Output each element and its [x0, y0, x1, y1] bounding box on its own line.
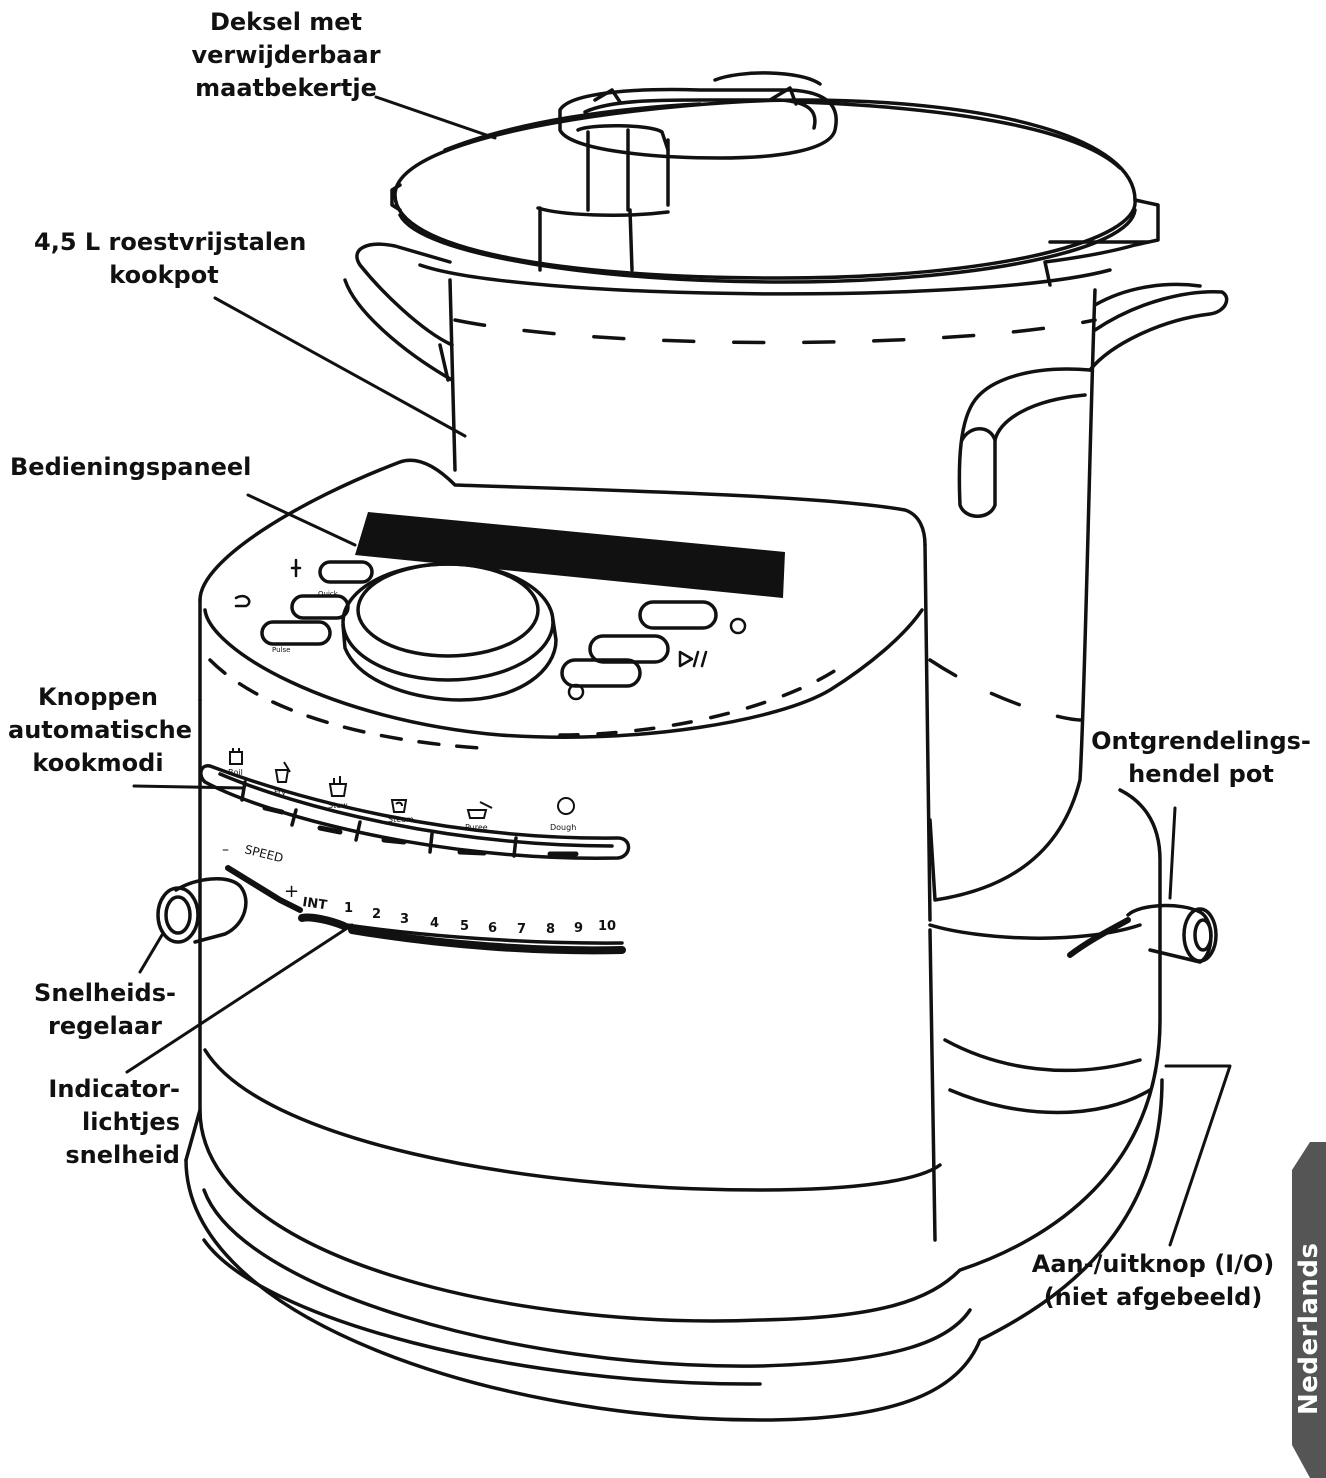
- speed-step: INT: [301, 895, 328, 913]
- speed-step: 3: [400, 912, 409, 927]
- lid: [390, 71, 1160, 287]
- speed-step: 10: [598, 919, 616, 934]
- speed-step: 2: [372, 907, 381, 922]
- mode-label: Boil: [228, 768, 243, 777]
- label-pot: 4,5 L roestvrijstalen kookpot: [34, 226, 307, 292]
- mode-label: Fry: [274, 788, 286, 797]
- label-speed-control: Snelheids- regelaar: [30, 977, 180, 1043]
- panel-button-labels: Quick Pulse: [272, 590, 339, 654]
- language-tab-shape: [1292, 1142, 1326, 1478]
- label-line: automatische: [8, 716, 193, 744]
- label-line: kookmodi: [32, 749, 164, 777]
- label-line: hendel pot: [1128, 760, 1274, 788]
- label-line: regelaar: [47, 1012, 163, 1040]
- label-lid: Deksel met verwijderbaar maatbekertje: [186, 6, 386, 105]
- speed-step: 6: [488, 921, 497, 936]
- speed-step: 8: [546, 922, 555, 937]
- mode-label: Stew: [328, 801, 348, 810]
- label-line: (niet afgebeeld): [1043, 1283, 1263, 1311]
- label-line: kookpot: [109, 261, 219, 289]
- label-line: snelheid: [65, 1141, 180, 1169]
- label-release-lever: Ontgrendelings- hendel pot: [1088, 725, 1314, 791]
- speed-plus: +: [284, 881, 299, 902]
- speed-scale: INT 1 2 3 4 5 6 7 8 9 10 SPEED – +: [222, 842, 616, 937]
- label-line: verwijderbaar: [191, 41, 381, 69]
- language-tab-label: Nederlands: [1294, 1242, 1324, 1415]
- label-line: 4,5 L roestvrijstalen: [34, 228, 307, 256]
- mode-label: Puree: [465, 823, 488, 832]
- speed-step: 4: [430, 916, 439, 931]
- speed-step: 5: [460, 919, 469, 934]
- label-line: Snelheids-: [34, 979, 176, 1007]
- mode-label: Steam: [388, 815, 414, 824]
- appliance-base: [184, 698, 1164, 1422]
- panel-label: Pulse: [272, 646, 290, 654]
- release-lever: [1067, 903, 1218, 964]
- mode-label: Dough: [550, 823, 576, 832]
- speed-step: 7: [517, 922, 526, 937]
- label-cooking-mode-buttons: Knoppen automatische kookmodi: [8, 681, 193, 780]
- motor-body: [198, 458, 932, 922]
- label-line: Deksel met: [209, 8, 363, 36]
- leader-lines: [125, 95, 1232, 1247]
- speed-step: 1: [344, 901, 353, 916]
- speed-minus: –: [222, 842, 229, 858]
- label-line: lichtjes: [81, 1108, 180, 1136]
- panel-label: Quick: [318, 590, 339, 598]
- label-line: Ontgrendelings-: [1091, 727, 1311, 755]
- label-line: Bedieningspaneel: [10, 453, 252, 481]
- speed-step: 9: [574, 921, 583, 936]
- label-control-panel: Bedieningspaneel: [10, 451, 251, 484]
- label-line: Knoppen: [38, 683, 158, 711]
- cooking-pot: [343, 242, 1229, 902]
- mode-button-bar: [199, 764, 631, 860]
- label-line: Indicator-: [48, 1075, 180, 1103]
- speed-control: [156, 865, 626, 955]
- mode-icons: [229, 748, 575, 819]
- speed-label: SPEED: [243, 842, 284, 865]
- mode-button-labels: Boil Fry Stew Steam Puree Dough: [228, 768, 576, 832]
- label-speed-lights: Indicator- lichtjes snelheid: [20, 1073, 180, 1172]
- label-power-switch: Aan-/uitknop (I/O) (niet afgebeeld): [1028, 1248, 1278, 1314]
- label-line: maatbekertje: [195, 74, 377, 102]
- label-line: Aan-/uitknop (I/O): [1031, 1250, 1275, 1278]
